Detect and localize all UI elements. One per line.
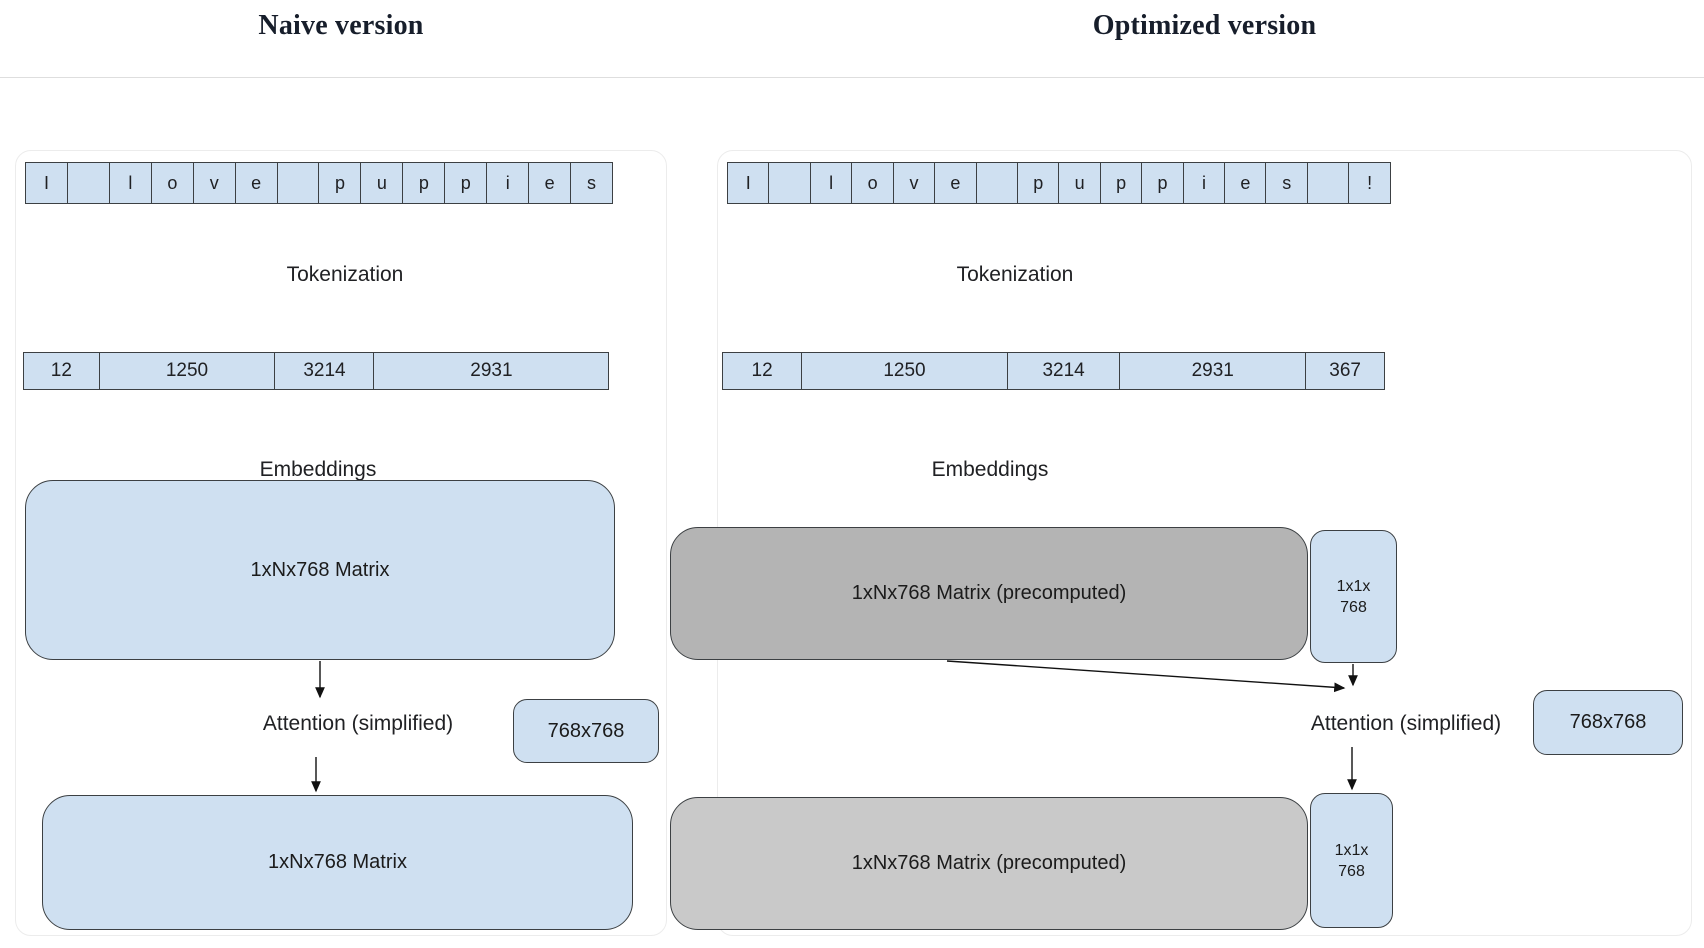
small-box-label-line2: 768 xyxy=(1338,862,1365,880)
token-cell: 12 xyxy=(23,352,100,390)
page-title-naive: Naive version xyxy=(258,10,424,41)
embeddings-label-naive: Embeddings xyxy=(259,458,377,481)
matrix-box-label: 1xNx768 Matrix xyxy=(250,558,390,581)
char-cell: I xyxy=(25,162,69,204)
optimized-character-row: I l o v e p u p p i e s ! xyxy=(727,162,1391,204)
naive-character-row: I l o v e p u p p i e s xyxy=(25,162,614,204)
optimized-output-matrix-box: 1xNx768 Matrix (precomputed) xyxy=(670,797,1308,930)
token-cell: 3214 xyxy=(1006,352,1121,390)
matrix-box-label: 1xNx768 Matrix xyxy=(268,851,407,873)
small-box-label-line1: 1x1x xyxy=(1334,841,1369,859)
token-cell: 1250 xyxy=(98,352,276,390)
char-cell: p xyxy=(1141,162,1184,204)
small-box-label-line2: 768 xyxy=(1340,598,1367,616)
token-cell: 12 xyxy=(722,352,803,390)
char-cell xyxy=(768,162,812,204)
attention-label-naive: Attention (simplified) xyxy=(262,712,454,735)
optimized-token-row: 12 1250 3214 2931 367 xyxy=(722,352,1390,390)
matrix-box-label: 1xNx768 Matrix (precomputed) xyxy=(851,582,1127,604)
tokenization-label-optimized: Tokenization xyxy=(956,263,1074,286)
char-cell: s xyxy=(569,162,614,204)
token-cell: 1250 xyxy=(800,352,1009,390)
char-cell: i xyxy=(1182,162,1226,204)
attention-weights-label: 768x768 xyxy=(547,719,625,742)
attention-weights-label: 768x768 xyxy=(1569,711,1647,733)
char-cell: p xyxy=(402,162,446,204)
char-cell: u xyxy=(360,162,404,204)
token-cell: 3214 xyxy=(274,352,375,390)
char-cell: o xyxy=(851,162,894,204)
page-title-optimized: Optimized version xyxy=(1092,10,1317,41)
naive-attention-weights-box: 768x768 xyxy=(513,699,659,763)
attention-label-optimized: Attention (simplified) xyxy=(1310,712,1502,735)
optimized-attention-weights-box: 768x768 xyxy=(1533,690,1683,755)
char-cell: e xyxy=(528,162,572,204)
optimized-precomputed-matrix-box: 1xNx768 Matrix (precomputed) xyxy=(670,527,1308,660)
naive-embeddings-matrix-box: 1xNx768 Matrix xyxy=(25,480,615,660)
char-cell: v xyxy=(192,162,236,204)
small-box-label-line1: 1x1x xyxy=(1336,577,1371,595)
token-cell: 2931 xyxy=(373,352,610,390)
optimized-new-token-embedding-box: 1x1x 768 xyxy=(1310,530,1397,663)
char-cell: o xyxy=(150,162,194,204)
char-cell xyxy=(66,162,111,204)
token-cell: 2931 xyxy=(1119,352,1307,390)
arrow-optimized-precomputed-to-attention xyxy=(946,660,1346,693)
char-cell: p xyxy=(1099,162,1143,204)
char-cell xyxy=(975,162,1019,204)
naive-output-matrix-box: 1xNx768 Matrix xyxy=(42,795,633,930)
char-cell xyxy=(1306,162,1350,204)
char-cell: p xyxy=(318,162,362,204)
char-cell: u xyxy=(1058,162,1101,204)
char-cell xyxy=(276,162,320,204)
matrix-box-label: 1xNx768 Matrix (precomputed) xyxy=(851,852,1127,874)
char-cell: e xyxy=(234,162,278,204)
header-divider xyxy=(0,77,1704,78)
embeddings-label-optimized: Embeddings xyxy=(931,458,1049,481)
tokenization-label-naive: Tokenization xyxy=(286,263,404,286)
token-cell: 367 xyxy=(1305,352,1386,390)
optimized-new-token-output-box: 1x1x 768 xyxy=(1310,793,1393,928)
char-cell: ! xyxy=(1348,162,1391,204)
char-cell: I xyxy=(727,162,770,204)
naive-token-row: 12 1250 3214 2931 xyxy=(23,352,613,390)
